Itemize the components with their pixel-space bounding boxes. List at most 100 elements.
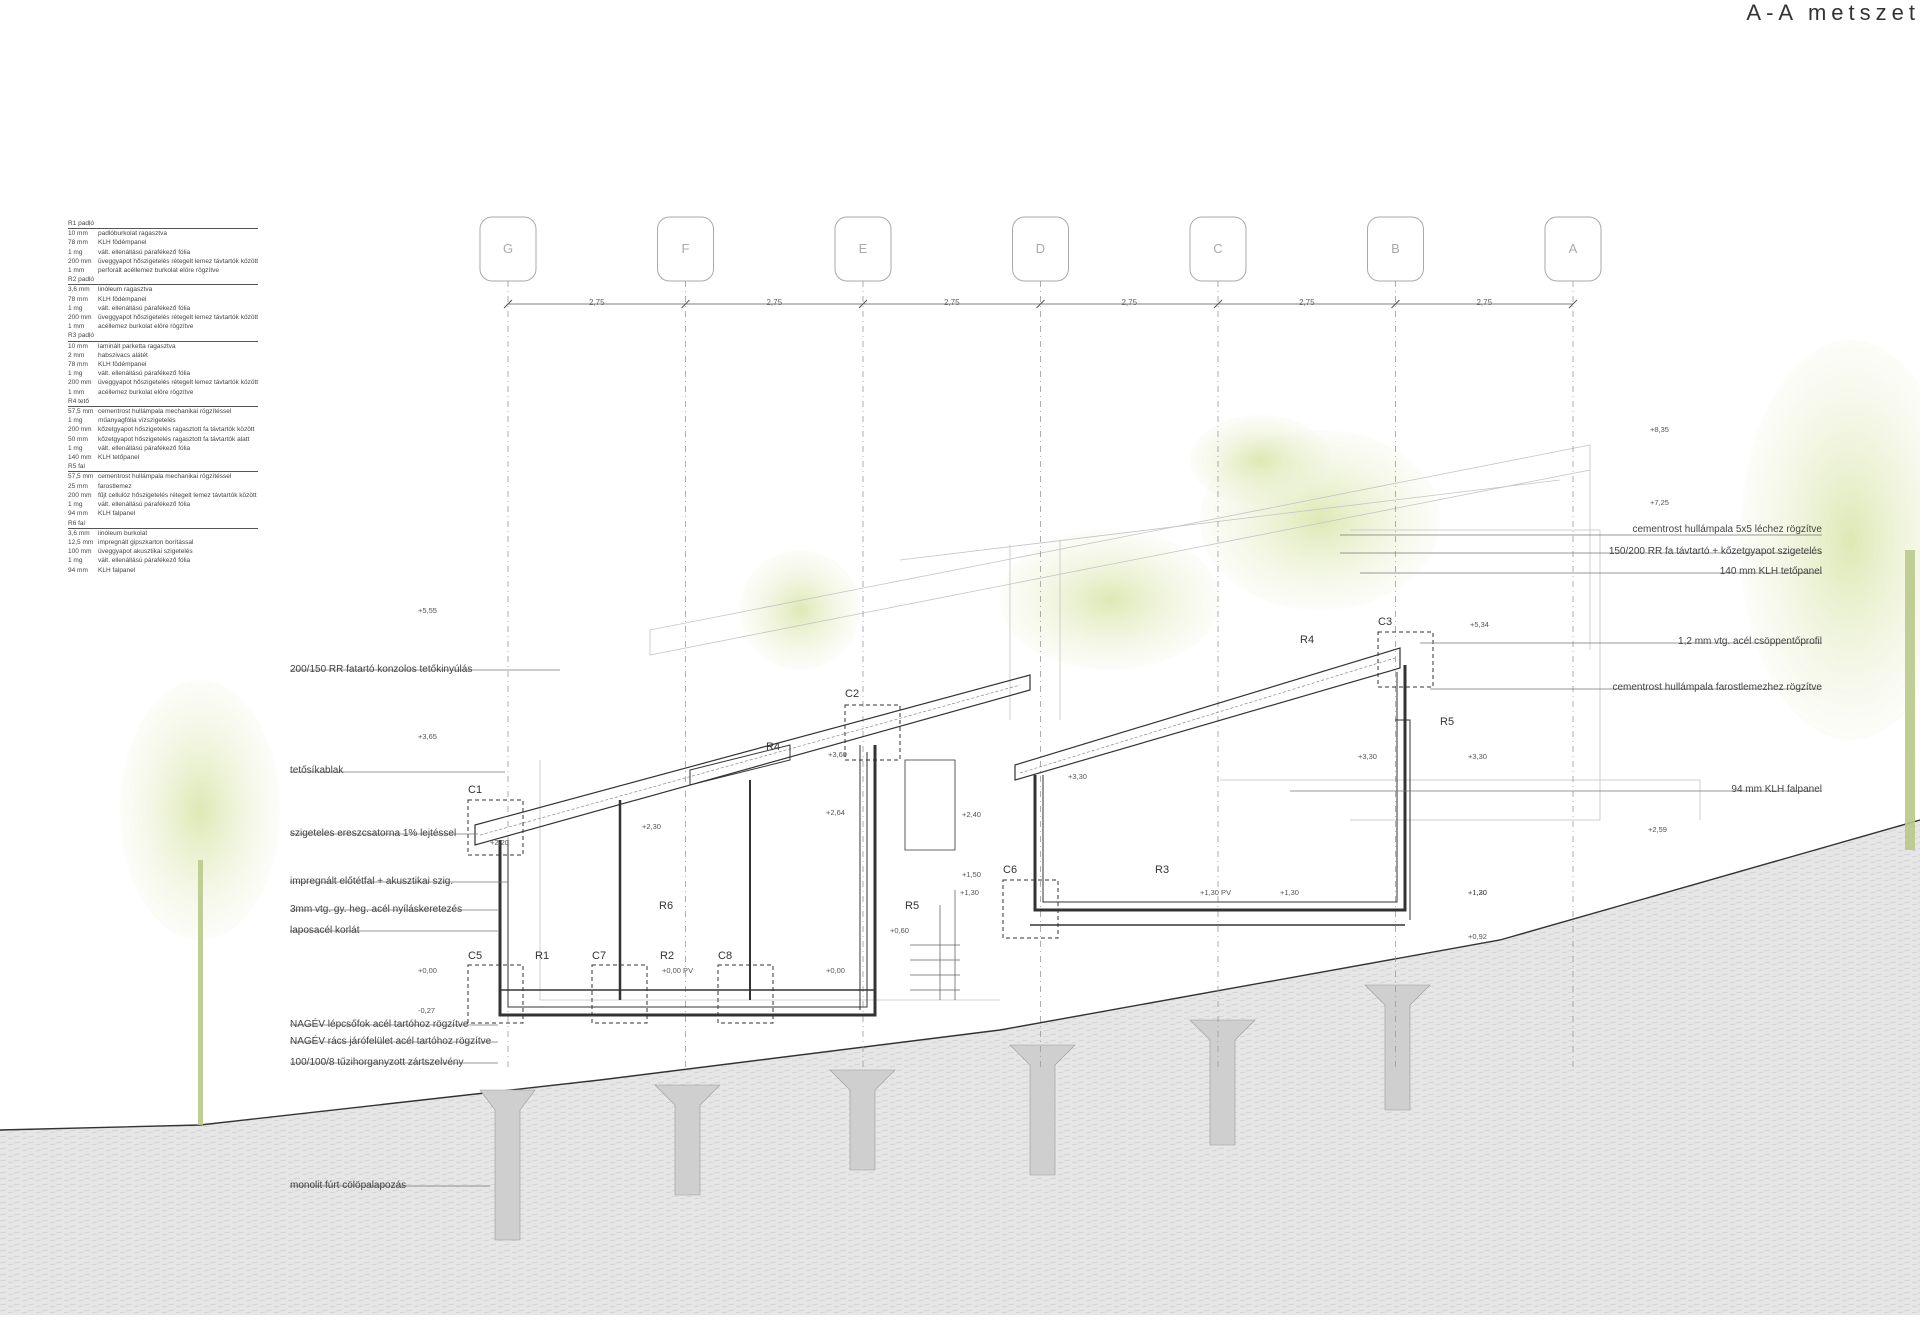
level-marker: +2,64 [826, 808, 845, 817]
legend-heading: R6 fal [68, 519, 258, 529]
axis-label: D [1035, 241, 1046, 256]
axis-label: E [858, 241, 868, 256]
callout-label: 140 mm KLH tetőpanel [1719, 566, 1822, 577]
foliage [120, 340, 1920, 1125]
detail-tag: C2 [845, 688, 860, 700]
callout-label: NAGÉV rács járófelület acél tartóhoz rög… [290, 1036, 492, 1047]
layer-thickness: 2 mm [68, 351, 85, 359]
layer-thickness: 1 mm [68, 323, 85, 331]
axis-label: A [1568, 241, 1578, 256]
layer-thickness: 1 mg [68, 417, 83, 425]
layer-thickness: 200 mm [68, 426, 92, 434]
legend-layer: 3,6 mm linóleum burkolat [68, 529, 258, 538]
dimension-label: 2,75 [588, 298, 605, 307]
layer-thickness: 1 mm [68, 388, 85, 396]
drawing-title: A-A metszet [1746, 0, 1920, 25]
layer-thickness: 57,5 mm [68, 408, 94, 416]
ground-line [0, 819, 1920, 1131]
level-marker: +0,00 [826, 966, 845, 975]
level-marker: +2,20 [490, 838, 509, 847]
layer-thickness: 78 mm [68, 239, 88, 247]
layer-thickness: 100 mm [68, 548, 92, 556]
layer-description: habszivacs alátét [98, 351, 148, 359]
layer-thickness: 3,6 mm [68, 286, 90, 294]
callout-label: 200/150 RR fatartó konzolos tetőkinyúlás [290, 664, 473, 675]
layer-description: vált. ellenállású párafékező fólia [98, 557, 191, 565]
level-marker: +5,34 [1470, 620, 1489, 629]
layer-description: KLH falpanel [98, 510, 136, 518]
level-marker: +1,30 [1280, 888, 1299, 897]
callout-label: 1,2 mm vtg. acél csöppentőprofil [1678, 636, 1822, 647]
background-buildings [539, 444, 1701, 1001]
level-marker: +2,40 [962, 810, 981, 819]
level-marker: +1,30 PV [1200, 888, 1232, 897]
layer-description: KLH födémpanel [98, 361, 147, 369]
layer-description: impregnált gipszkarton borítással [98, 538, 194, 546]
layer-description: üveggyapot hőszigetelés rétegelt lemez t… [98, 257, 258, 265]
leader-lines [290, 534, 1822, 1187]
layer-description: linóleum burkolat [98, 529, 148, 537]
stairs [910, 890, 960, 1000]
layer-thickness: 3,6 mm [68, 529, 90, 537]
legend-layer: 12,5 mm impregnált gipszkarton borítással [68, 538, 258, 547]
detail-boxes [467, 631, 1434, 1024]
layer-description: cementrost hullámpala mechanikai rögzíté… [98, 473, 232, 481]
layer-description: KLH falpanel [98, 566, 136, 574]
callout-label: 150/200 RR fa távtartó + kőzetgyapot szi… [1608, 546, 1822, 557]
legend-layer: 57,5 mm cementrost hullámpala mechanikai … [68, 407, 258, 416]
legend-heading: R4 tető [68, 397, 258, 408]
layer-thickness: 1 mg [68, 304, 83, 312]
callout-label: NAGÉV lépcsőfok acél tartóhoz rögzítve [290, 1019, 469, 1030]
layer-thickness: 57,5 mm [68, 473, 94, 481]
layer-thickness: 1 mg [68, 501, 83, 509]
ground-terrain [0, 820, 1920, 1315]
legend-heading: R5 fal [68, 462, 258, 473]
layer-description: cementrost hullámpala mechanikai rögzíté… [98, 408, 232, 416]
dimension-label: 2,75 [943, 298, 960, 307]
level-marker: +3,65 [418, 732, 437, 741]
callout-label: impregnált előtétfal + akusztikai szig. [290, 876, 454, 887]
level-marker: +3,30 [1358, 752, 1377, 761]
detail-tag: C5 [468, 950, 483, 962]
layer-thickness: 12,5 mm [68, 538, 94, 546]
layer-thickness: 200 mm [68, 491, 92, 499]
axis-label: G [502, 241, 514, 256]
level-marker: +2,30 [642, 822, 661, 831]
callout-label: 3mm vtg. gy. heg. acél nyíláskeretezés [290, 904, 463, 915]
axis-grid [479, 216, 1602, 1070]
dimension-label: 2,75 [1121, 298, 1138, 307]
detail-tag: R3 [1155, 864, 1170, 876]
layer-description: vált. ellenállású párafékező fólia [98, 444, 191, 452]
level-marker: +0,00 PV [662, 966, 694, 975]
callout-label: laposacél korlát [290, 925, 360, 936]
level-marker: +3,30 [1068, 772, 1087, 781]
layer-thickness: 25 mm [68, 482, 88, 490]
level-marker: +3,60 [828, 750, 847, 759]
callout-label: cementrost hullámpala 5x5 léchez rögzítv… [1632, 524, 1822, 535]
legend-layer: 1 mg vált. ellenállású párafékező fólia [68, 500, 258, 509]
level-marker: -0,27 [418, 1006, 436, 1015]
layer-thickness: 10 mm [68, 342, 88, 350]
layer-thickness: 1 mg [68, 444, 83, 452]
layer-thickness: 78 mm [68, 295, 88, 303]
layer-description: vált. ellenállású párafékező fólia [98, 501, 191, 509]
detail-tag: C3 [1378, 616, 1393, 628]
axis-label: C [1213, 241, 1223, 256]
left-building [474, 674, 1031, 1017]
